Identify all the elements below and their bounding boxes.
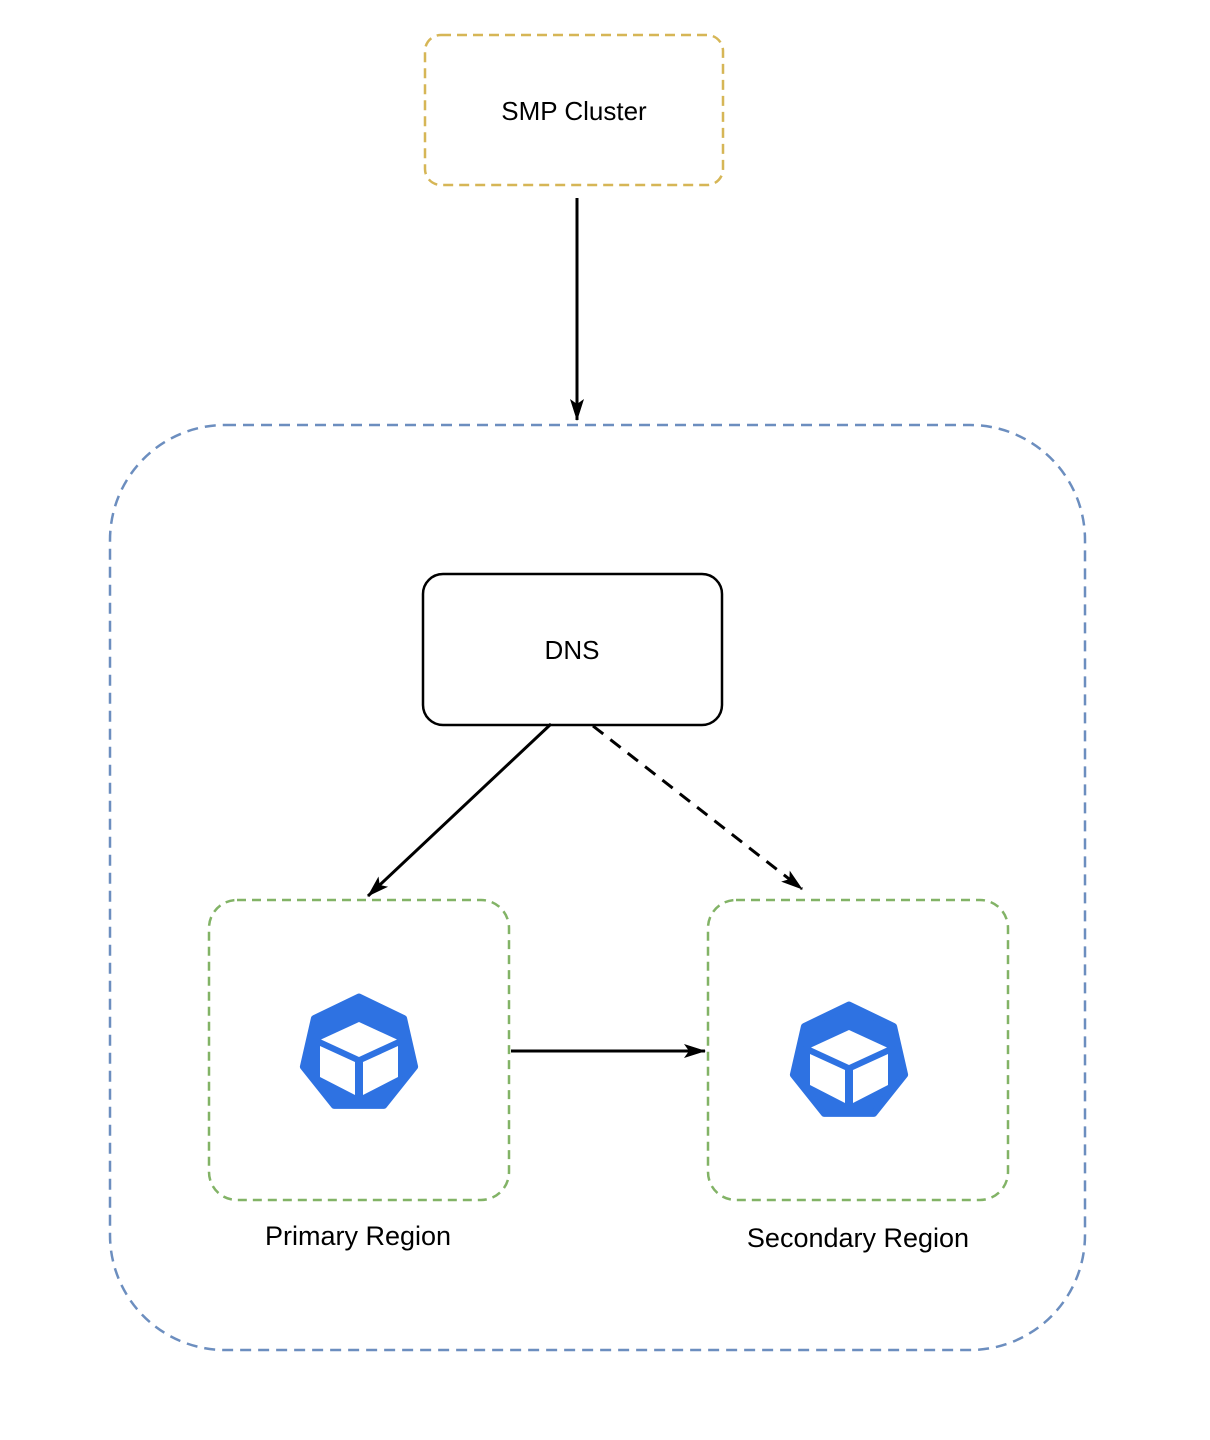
dns-label: DNS: [545, 635, 600, 665]
dns-box: [421, 572, 724, 727]
kubernetes-cluster-icon: [303, 997, 414, 1105]
kubernetes-cluster-icon: [793, 1005, 904, 1113]
edge-dns-to-secondary: [592, 724, 803, 891]
secondary-region-label: Secondary Region: [747, 1223, 969, 1253]
edge-dns-to-primary: [366, 722, 553, 898]
smp-cluster-box: [423, 33, 725, 187]
primary-region-label: Primary Region: [265, 1221, 451, 1251]
smp-cluster-label: SMP Cluster: [501, 96, 647, 126]
